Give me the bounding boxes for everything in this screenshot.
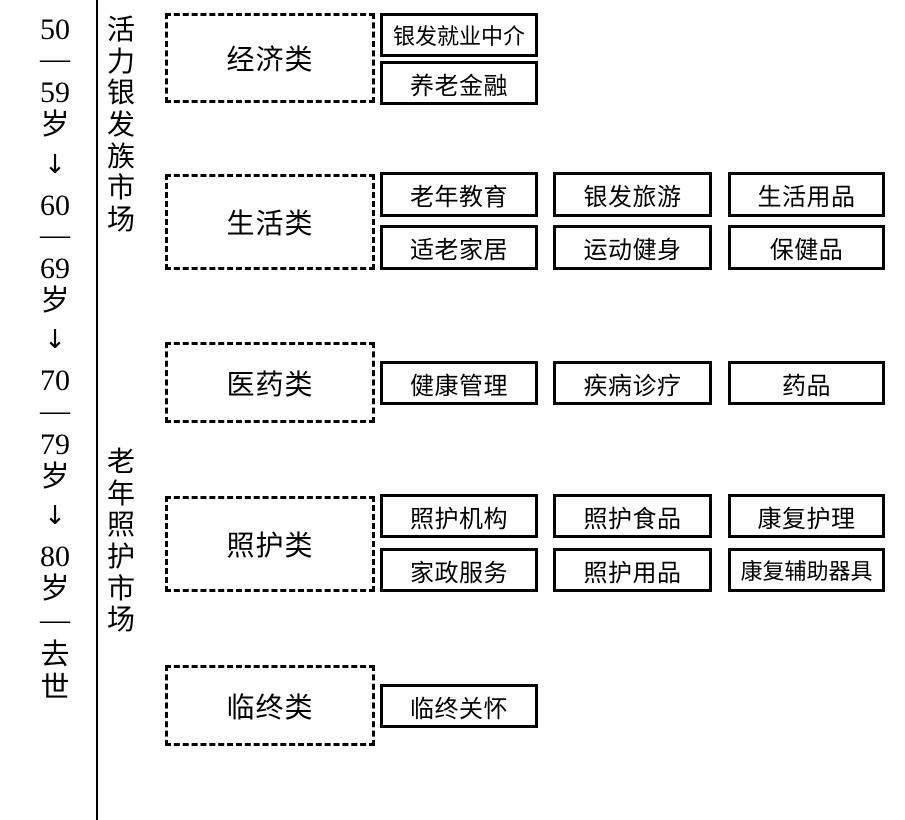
down-arrow-icon: ↓ [44,325,66,356]
item-box[interactable]: 健康管理 [380,361,538,405]
age-axis-token: 70 [40,364,70,398]
category-box-end-of-life[interactable]: 临终类 [165,665,375,746]
age-axis-token: 80 [40,540,70,574]
down-arrow-icon: ↓ [44,501,66,532]
age-axis-token: 60 [40,188,70,222]
category-box-living[interactable]: 生活类 [165,174,375,270]
down-arrow-icon: ↓ [44,149,66,180]
age-axis-token: 世 [40,670,70,705]
age-axis-token: — [40,217,70,251]
age-axis-token: 岁 [40,458,70,493]
item-box[interactable]: 药品 [728,361,885,405]
item-box[interactable]: 照护用品 [553,548,712,592]
age-axis-token: 50 [40,13,70,46]
category-box-medical[interactable]: 医药类 [165,342,375,423]
item-box[interactable]: 照护机构 [380,494,538,538]
market-label-char: 活 [106,13,135,46]
market-label-char: 市 [106,571,135,605]
market-label-char: 银 [106,76,135,110]
age-axis-token: — [40,42,70,76]
item-box[interactable]: 老年教育 [380,172,538,217]
market-label-char: 场 [106,202,135,236]
market-label-char: 照 [106,508,135,542]
category-box-care[interactable]: 照护类 [165,496,375,592]
item-box[interactable]: 家政服务 [380,548,538,592]
age-axis-token: — [40,602,70,636]
vertical-divider [96,0,98,820]
item-box[interactable]: 保健品 [728,225,885,270]
item-box[interactable]: 养老金融 [380,61,538,105]
item-box[interactable]: 康复护理 [728,494,885,538]
market-label-char: 老 [106,445,135,478]
market-label-char: 场 [106,603,135,637]
age-axis-token: 去 [40,636,70,671]
item-box[interactable]: 银发就业中介 [380,13,538,57]
item-box[interactable]: 银发旅游 [553,172,712,217]
age-axis-token: 69 [40,251,70,285]
item-box[interactable]: 生活用品 [728,172,885,217]
market-label-char: 年 [106,476,135,510]
item-box[interactable]: 疾病诊疗 [553,361,712,405]
market-label-elderly-care: 老年照护市场 [104,446,138,636]
age-axis-token: 59 [40,76,70,110]
age-axis-token: — [40,393,70,427]
age-axis-token: 79 [40,427,70,461]
category-box-economy[interactable]: 经济类 [165,13,375,103]
market-label-vital-silver: 活力银发族市场 [104,14,138,235]
age-axis-token: 岁 [40,283,70,318]
market-label-char: 力 [106,44,135,78]
age-axis-token: 岁 [40,107,70,142]
market-label-char: 护 [106,539,135,573]
item-box[interactable]: 康复辅助器具 [728,548,885,592]
age-axis-token: 岁 [40,571,70,606]
item-box[interactable]: 照护食品 [553,494,712,538]
item-box[interactable]: 运动健身 [553,225,712,270]
item-box[interactable]: 临终关怀 [380,684,538,728]
market-label-char: 市 [106,171,135,205]
item-box[interactable]: 适老家居 [380,225,538,270]
market-label-char: 发 [106,107,135,141]
market-label-char: 族 [106,139,135,173]
